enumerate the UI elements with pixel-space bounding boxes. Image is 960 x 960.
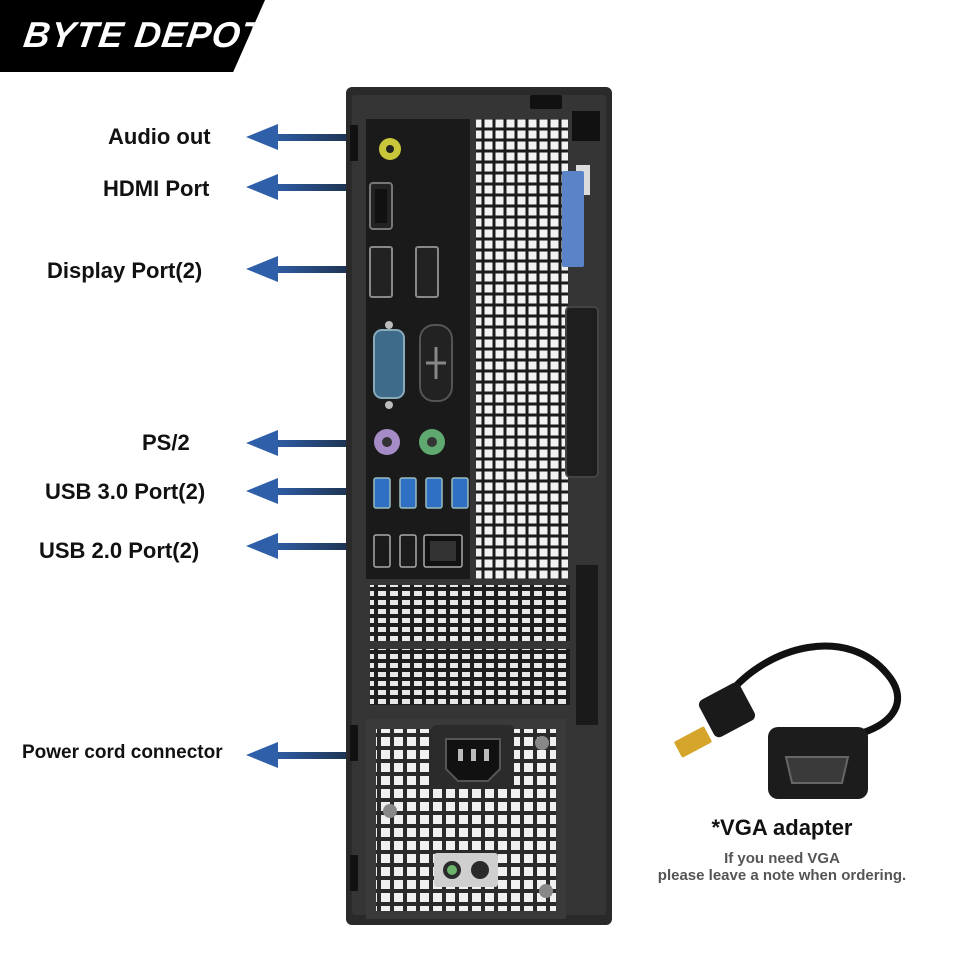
release-latch xyxy=(562,171,584,267)
usb3-port-2 xyxy=(399,477,417,509)
callout-label-display-port: Display Port(2) xyxy=(47,258,203,283)
expansion-slot-1 xyxy=(370,585,570,641)
adapter-cable xyxy=(724,642,902,743)
vga-adapter-note: If you need VGA please leave a note when… xyxy=(630,850,934,884)
display-port-1 xyxy=(369,246,393,298)
psu-test-light xyxy=(447,865,457,875)
usb2-port-2 xyxy=(399,534,417,568)
vga-adapter-title: *VGA adapter xyxy=(711,815,853,840)
vga-adapter-image xyxy=(674,642,902,799)
arrow-hdmi-port xyxy=(246,174,356,200)
callout-label-usb3: USB 3.0 Port(2) xyxy=(45,479,206,504)
vent-grille xyxy=(476,119,568,579)
displayport-plug xyxy=(674,682,756,758)
callout-label-ps2: PS/2 xyxy=(142,430,190,455)
callout-label-audio-out: Audio out xyxy=(108,124,211,149)
usb3-port-1 xyxy=(373,477,391,509)
arrow-ps2 xyxy=(246,430,356,456)
vga-note-line2: please leave a note when ordering. xyxy=(657,867,907,884)
pc-back-panel xyxy=(346,87,612,925)
display-port-2 xyxy=(415,246,439,298)
usb3-port-4 xyxy=(451,477,469,509)
callout-label-hdmi-port: HDMI Port xyxy=(103,176,210,201)
arrow-usb3 xyxy=(246,478,356,504)
brand-banner: BYTE DEPOT xyxy=(0,0,265,72)
callout-label-power-cord: Power cord connector xyxy=(22,742,223,763)
vga-note-line1: If you need VGA xyxy=(724,850,840,867)
usb3-port-3 xyxy=(425,477,443,509)
expansion-slot-2 xyxy=(370,649,570,705)
arrow-audio-out xyxy=(246,124,356,150)
arrow-power-cord xyxy=(246,742,356,768)
usb2-port-1 xyxy=(373,534,391,568)
vga-female-end xyxy=(768,727,868,799)
callout-label-usb2: USB 2.0 Port(2) xyxy=(39,538,200,563)
arrow-display-port xyxy=(246,256,356,282)
arrow-usb2 xyxy=(246,533,356,559)
serial-port xyxy=(373,329,405,399)
